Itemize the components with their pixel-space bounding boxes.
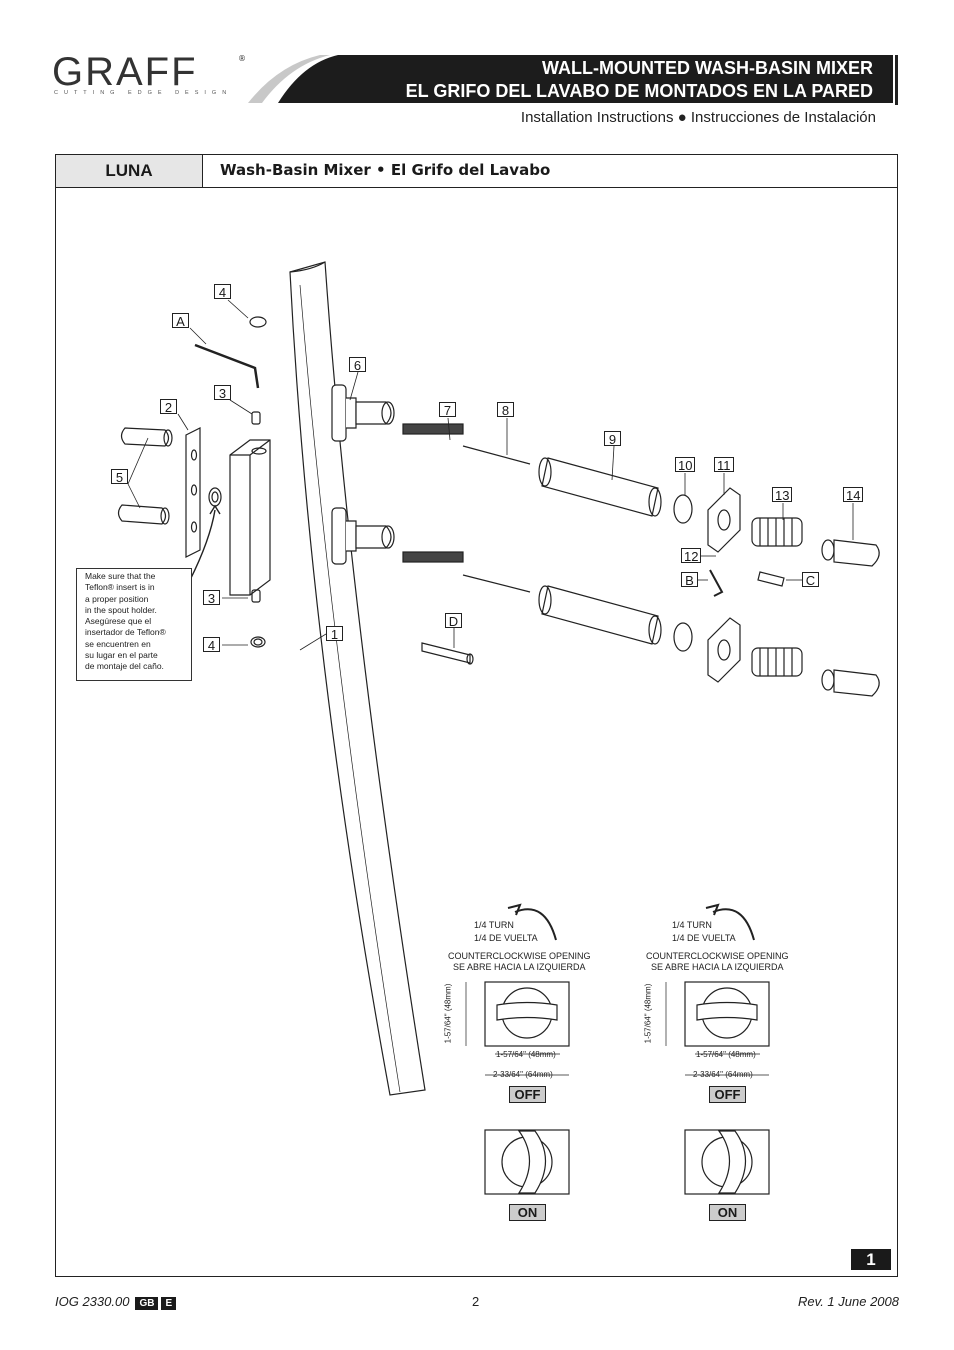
callout-6: 6 [349,357,366,373]
dim-outer-right: 2-33/64" (64mm) [693,1070,753,1079]
subtitle: Installation Instructions ● Instruccione… [521,109,876,126]
callout-a: A [172,313,189,329]
note-line: Teflon® insert is in [85,582,155,593]
allen-key-b [709,569,724,597]
callout-5: 5 [111,469,128,485]
callout-14: 14 [843,487,864,503]
on-badge-right: ON [709,1204,746,1221]
product-title: Wash-Basin Mixer • El Grifo del Lavabo [203,155,897,188]
callout-13: 13 [772,487,793,503]
callout-4: 4 [214,284,231,300]
on-badge-left: ON [509,1204,546,1221]
off-badge-right: OFF [709,1086,746,1103]
teflon-insert-note: Make sure that the Teflon® insert is in … [76,568,192,681]
open-label-es-right: SE ABRE HACIA LA IZQUIERDA [651,962,784,972]
mounting-plate [185,427,201,558]
teflon-insert [208,487,222,507]
brand-name: GRAFF [52,50,198,94]
off-badge-left: OFF [509,1086,546,1103]
pin-d [421,642,471,664]
handle-diagram-right [665,903,770,1195]
open-label-en-right: COUNTERCLOCKWISE OPENING [646,951,789,961]
turn-label-en-right: 1/4 TURN [672,920,712,930]
brand-logo: GRAFF ® CUTTING EDGE DESIGN [52,52,252,100]
callout-2: 2 [160,399,177,415]
callout-7: 7 [439,402,456,418]
brand-registered-mark: ® [238,54,246,63]
dim-inner-left: 1-57/64" (48mm) [496,1050,556,1059]
page-number: 2 [472,1294,480,1309]
set-screws [249,316,267,648]
upper-valve-assembly [331,384,880,567]
upper-handle [821,539,880,567]
spout-arc [289,261,426,1096]
callout-b: B [681,572,698,588]
part-c-sleeve [757,571,785,587]
subtitle-bullet: ● [677,109,687,126]
wall-anchors [117,427,173,525]
note-line: a proper position [85,593,149,604]
callout-9: 9 [604,431,621,447]
allen-key-a [194,343,260,389]
subtitle-spanish: Instrucciones de Instalación [690,109,876,126]
dim-height-right: 1-57/64" (48mm) [643,983,653,1044]
callout-12: 12 [681,548,702,564]
banner-text: WALL-MOUNTED WASH-BASIN MIXER EL GRIFO D… [248,57,873,103]
callout-8: 8 [497,402,514,418]
content-frame: LUNA Wash-Basin Mixer • El Grifo del Lav… [55,154,898,1277]
note-line: de montaje del caño. [85,661,164,672]
note-line: su lugar en el parte [85,650,158,661]
open-label-en-left: COUNTERCLOCKWISE OPENING [448,951,591,961]
callout-10: 10 [675,457,696,473]
callout-d: D [445,613,462,629]
dim-inner-right: 1-57/64" (48mm) [696,1050,756,1059]
brand-tagline: CUTTING EDGE DESIGN [54,90,233,96]
lang-badge-gb: GB [135,1297,159,1310]
note-line: insertador de Teflon® [85,627,166,638]
open-label-es-left: SE ABRE HACIA LA IZQUIERDA [453,962,586,972]
upper-cartridge [751,517,803,547]
doc-code: IOG 2330.00 [55,1294,130,1309]
turn-label-es-left: 1/4 DE VUELTA [474,933,538,943]
callout-3: 3 [214,385,231,401]
note-line: Asegúrese que el [85,616,152,627]
handle-diagram-left [465,903,570,1195]
subtitle-english: Installation Instructions [520,109,674,126]
note-line: se encuentren en [85,638,151,649]
callout-c: C [802,572,819,588]
callout-3-lower: 3 [203,590,220,606]
callout-4-lower: 4 [203,637,220,653]
revision-date: Rev. 1 June 2008 [798,1294,899,1309]
spout-holder-block [229,439,271,596]
turn-label-es-right: 1/4 DE VUELTA [672,933,736,943]
section-number: 1 [851,1249,891,1270]
callout-11: 11 [714,457,734,473]
model-name: LUNA [56,155,203,188]
dim-height-left: 1-57/64" (48mm) [443,983,453,1044]
lower-valve-assembly [331,507,880,697]
note-line: in the spout holder. [85,604,157,615]
note-line: Make sure that the [85,571,156,581]
title-spanish: EL GRIFO DEL LAVABO DE MONTADOS EN LA PA… [405,81,873,101]
title-english: WALL-MOUNTED WASH-BASIN MIXER [542,58,873,78]
callout-1: 1 [326,626,343,642]
banner-edge-bar [895,55,898,105]
lang-badge-e: E [161,1297,177,1310]
turn-label-en-left: 1/4 TURN [474,920,514,930]
dim-outer-left: 2-33/64" (64mm) [493,1070,553,1079]
title-banner [248,55,893,103]
